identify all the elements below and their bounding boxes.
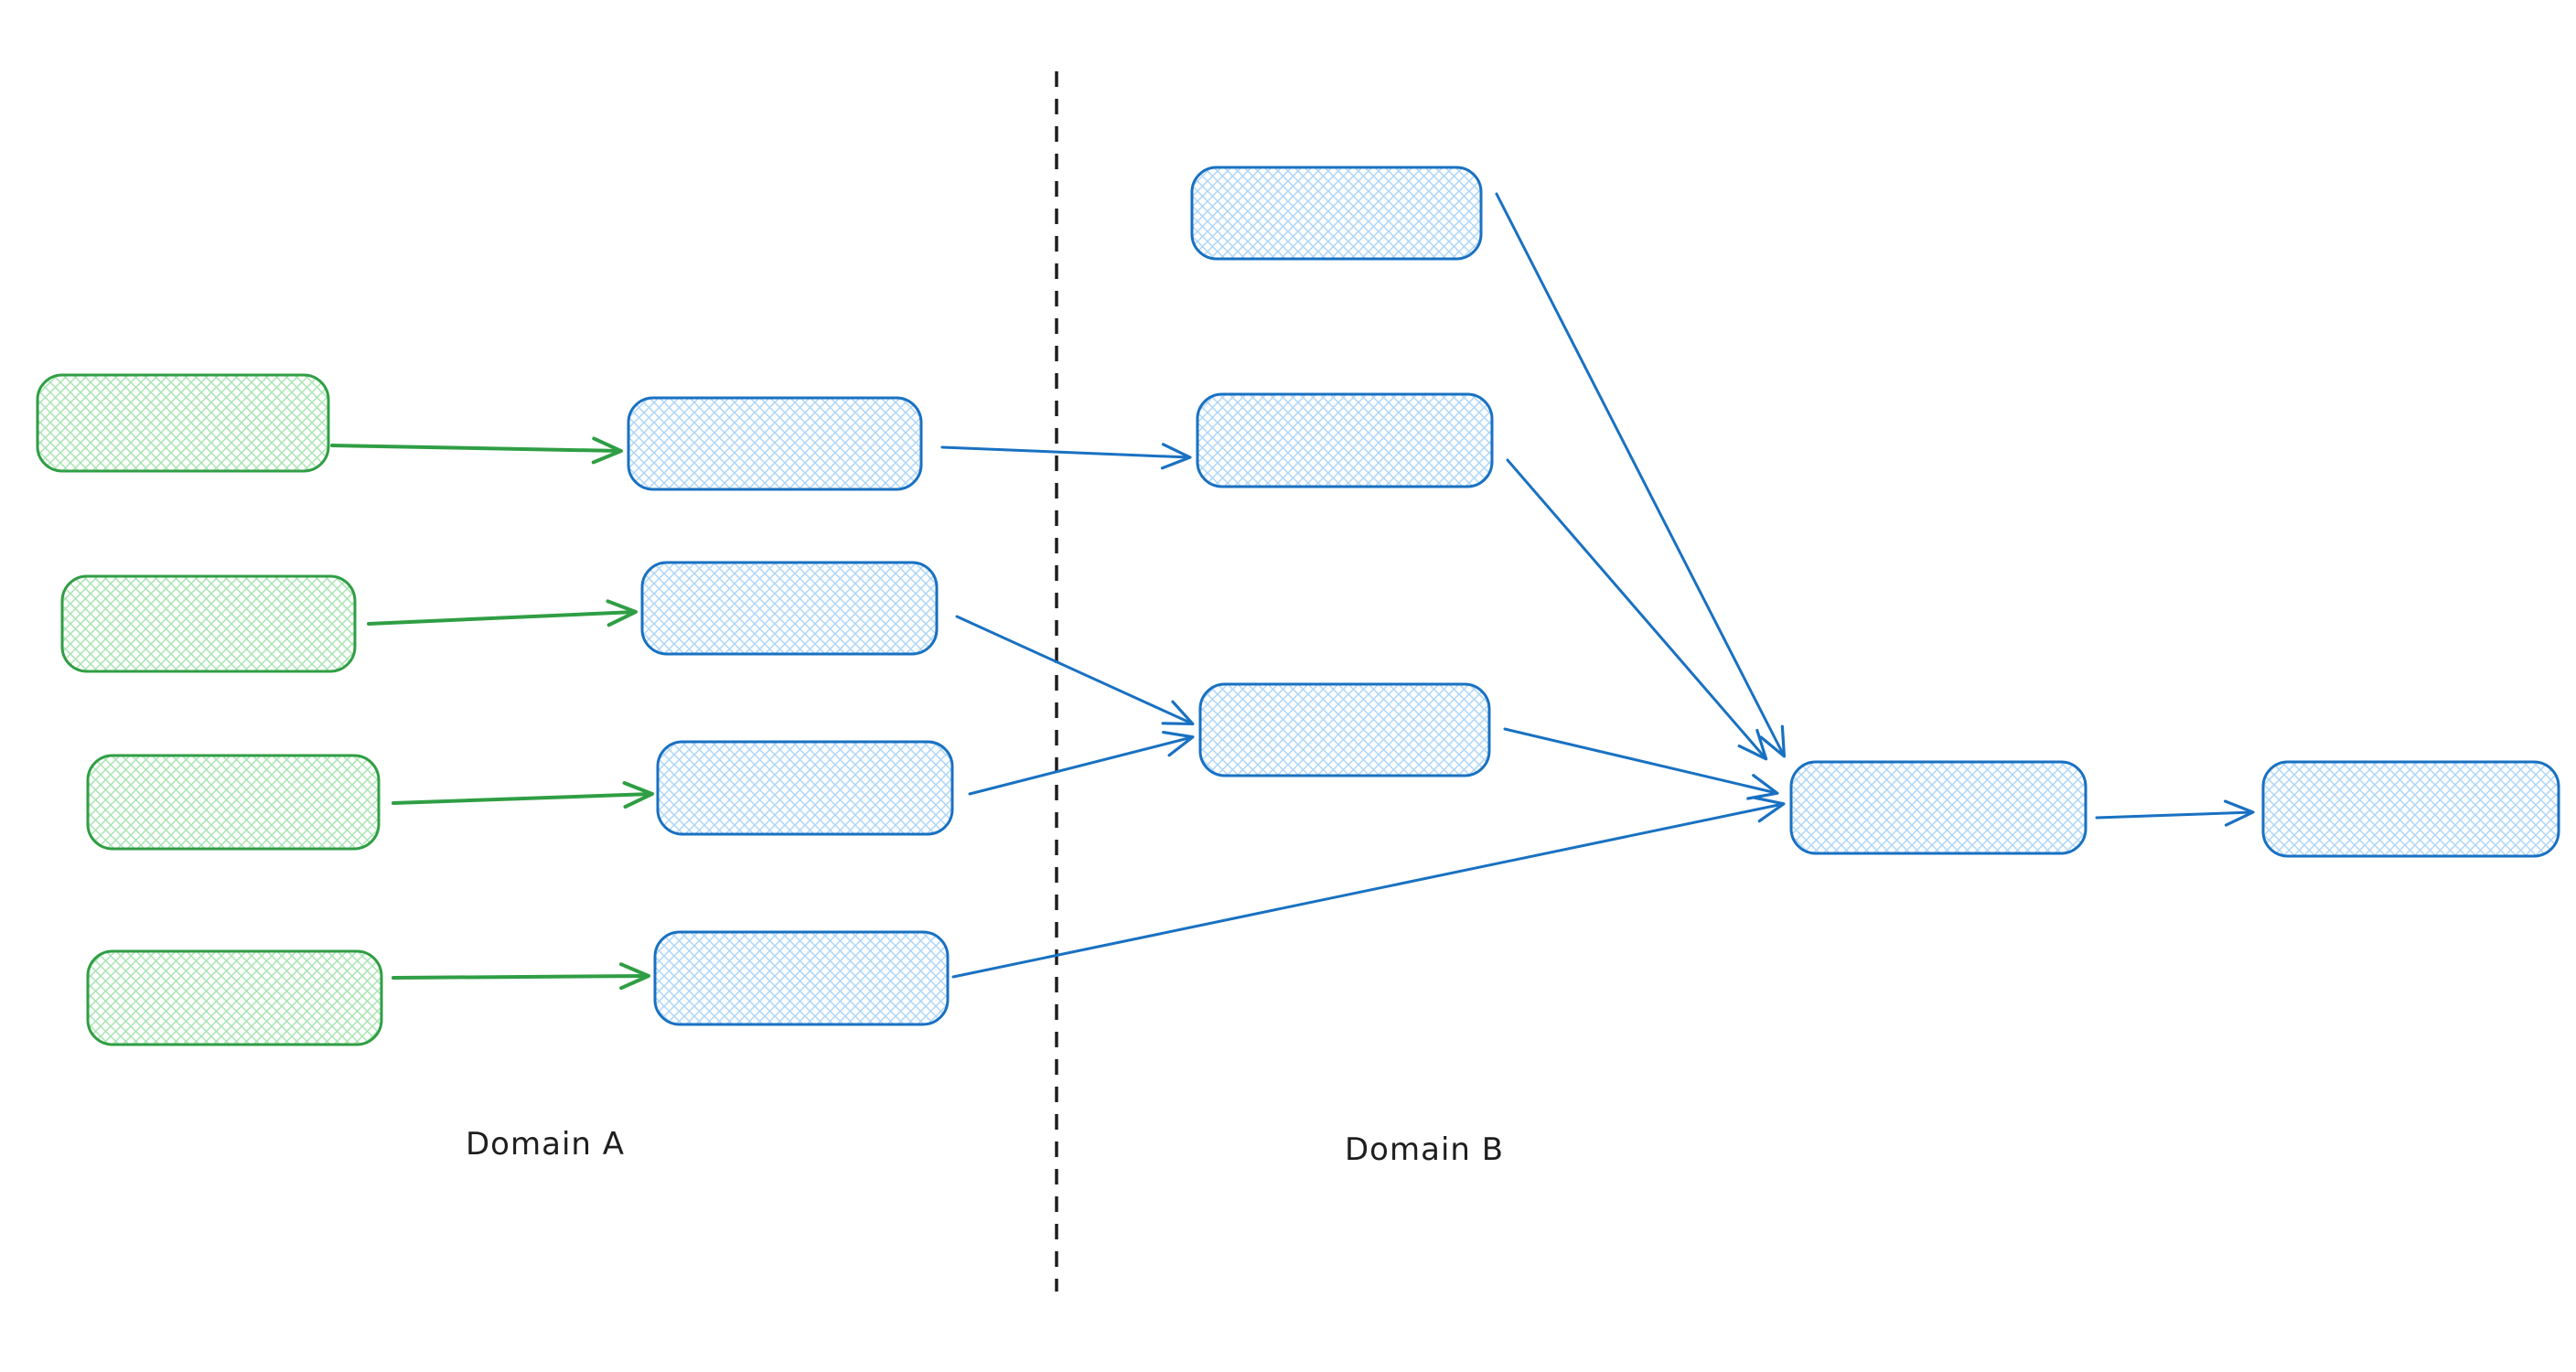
arrow-process3-bnode3 (968, 730, 1195, 796)
domain-a-process-2 (640, 561, 939, 656)
domain-b-node-1 (1190, 166, 1483, 261)
domain-a-process-1 (627, 396, 923, 491)
domain-b-node-3 (1198, 682, 1491, 777)
domain-b-output (2261, 760, 2560, 858)
domain-a-process-4 (653, 930, 950, 1026)
arrow-bnode1-aggregator (1495, 192, 1787, 758)
domain-a-process-3 (656, 740, 954, 836)
domain-a-label: Domain A (466, 1126, 625, 1163)
domain-b-label: Domain B (1345, 1131, 1504, 1168)
arrow-aggregator-output (2095, 799, 2255, 827)
domain-a-source-3 (86, 754, 381, 851)
domain-a-source-1 (36, 373, 330, 473)
arrow-source1-process1 (330, 436, 623, 465)
arrow-process2-bnode3 (955, 615, 1195, 726)
arrow-source2-process2 (367, 599, 638, 627)
arrow-source4-process4 (392, 962, 650, 991)
generated-shapes-layer (36, 71, 2560, 1292)
arrow-process1-bnode2 (940, 443, 1192, 470)
arrow-bnode3-aggregator (1503, 727, 1779, 800)
arrow-source3-process3 (392, 781, 654, 809)
domain-a-source-2 (60, 574, 357, 673)
arrow-process4-aggregator (951, 796, 1786, 979)
arrow-bnode2-aggregator (1506, 458, 1768, 761)
domain-b-aggregator (1789, 760, 2088, 855)
domain-a-source-4 (86, 949, 383, 1046)
domain-b-node-2 (1196, 392, 1494, 488)
